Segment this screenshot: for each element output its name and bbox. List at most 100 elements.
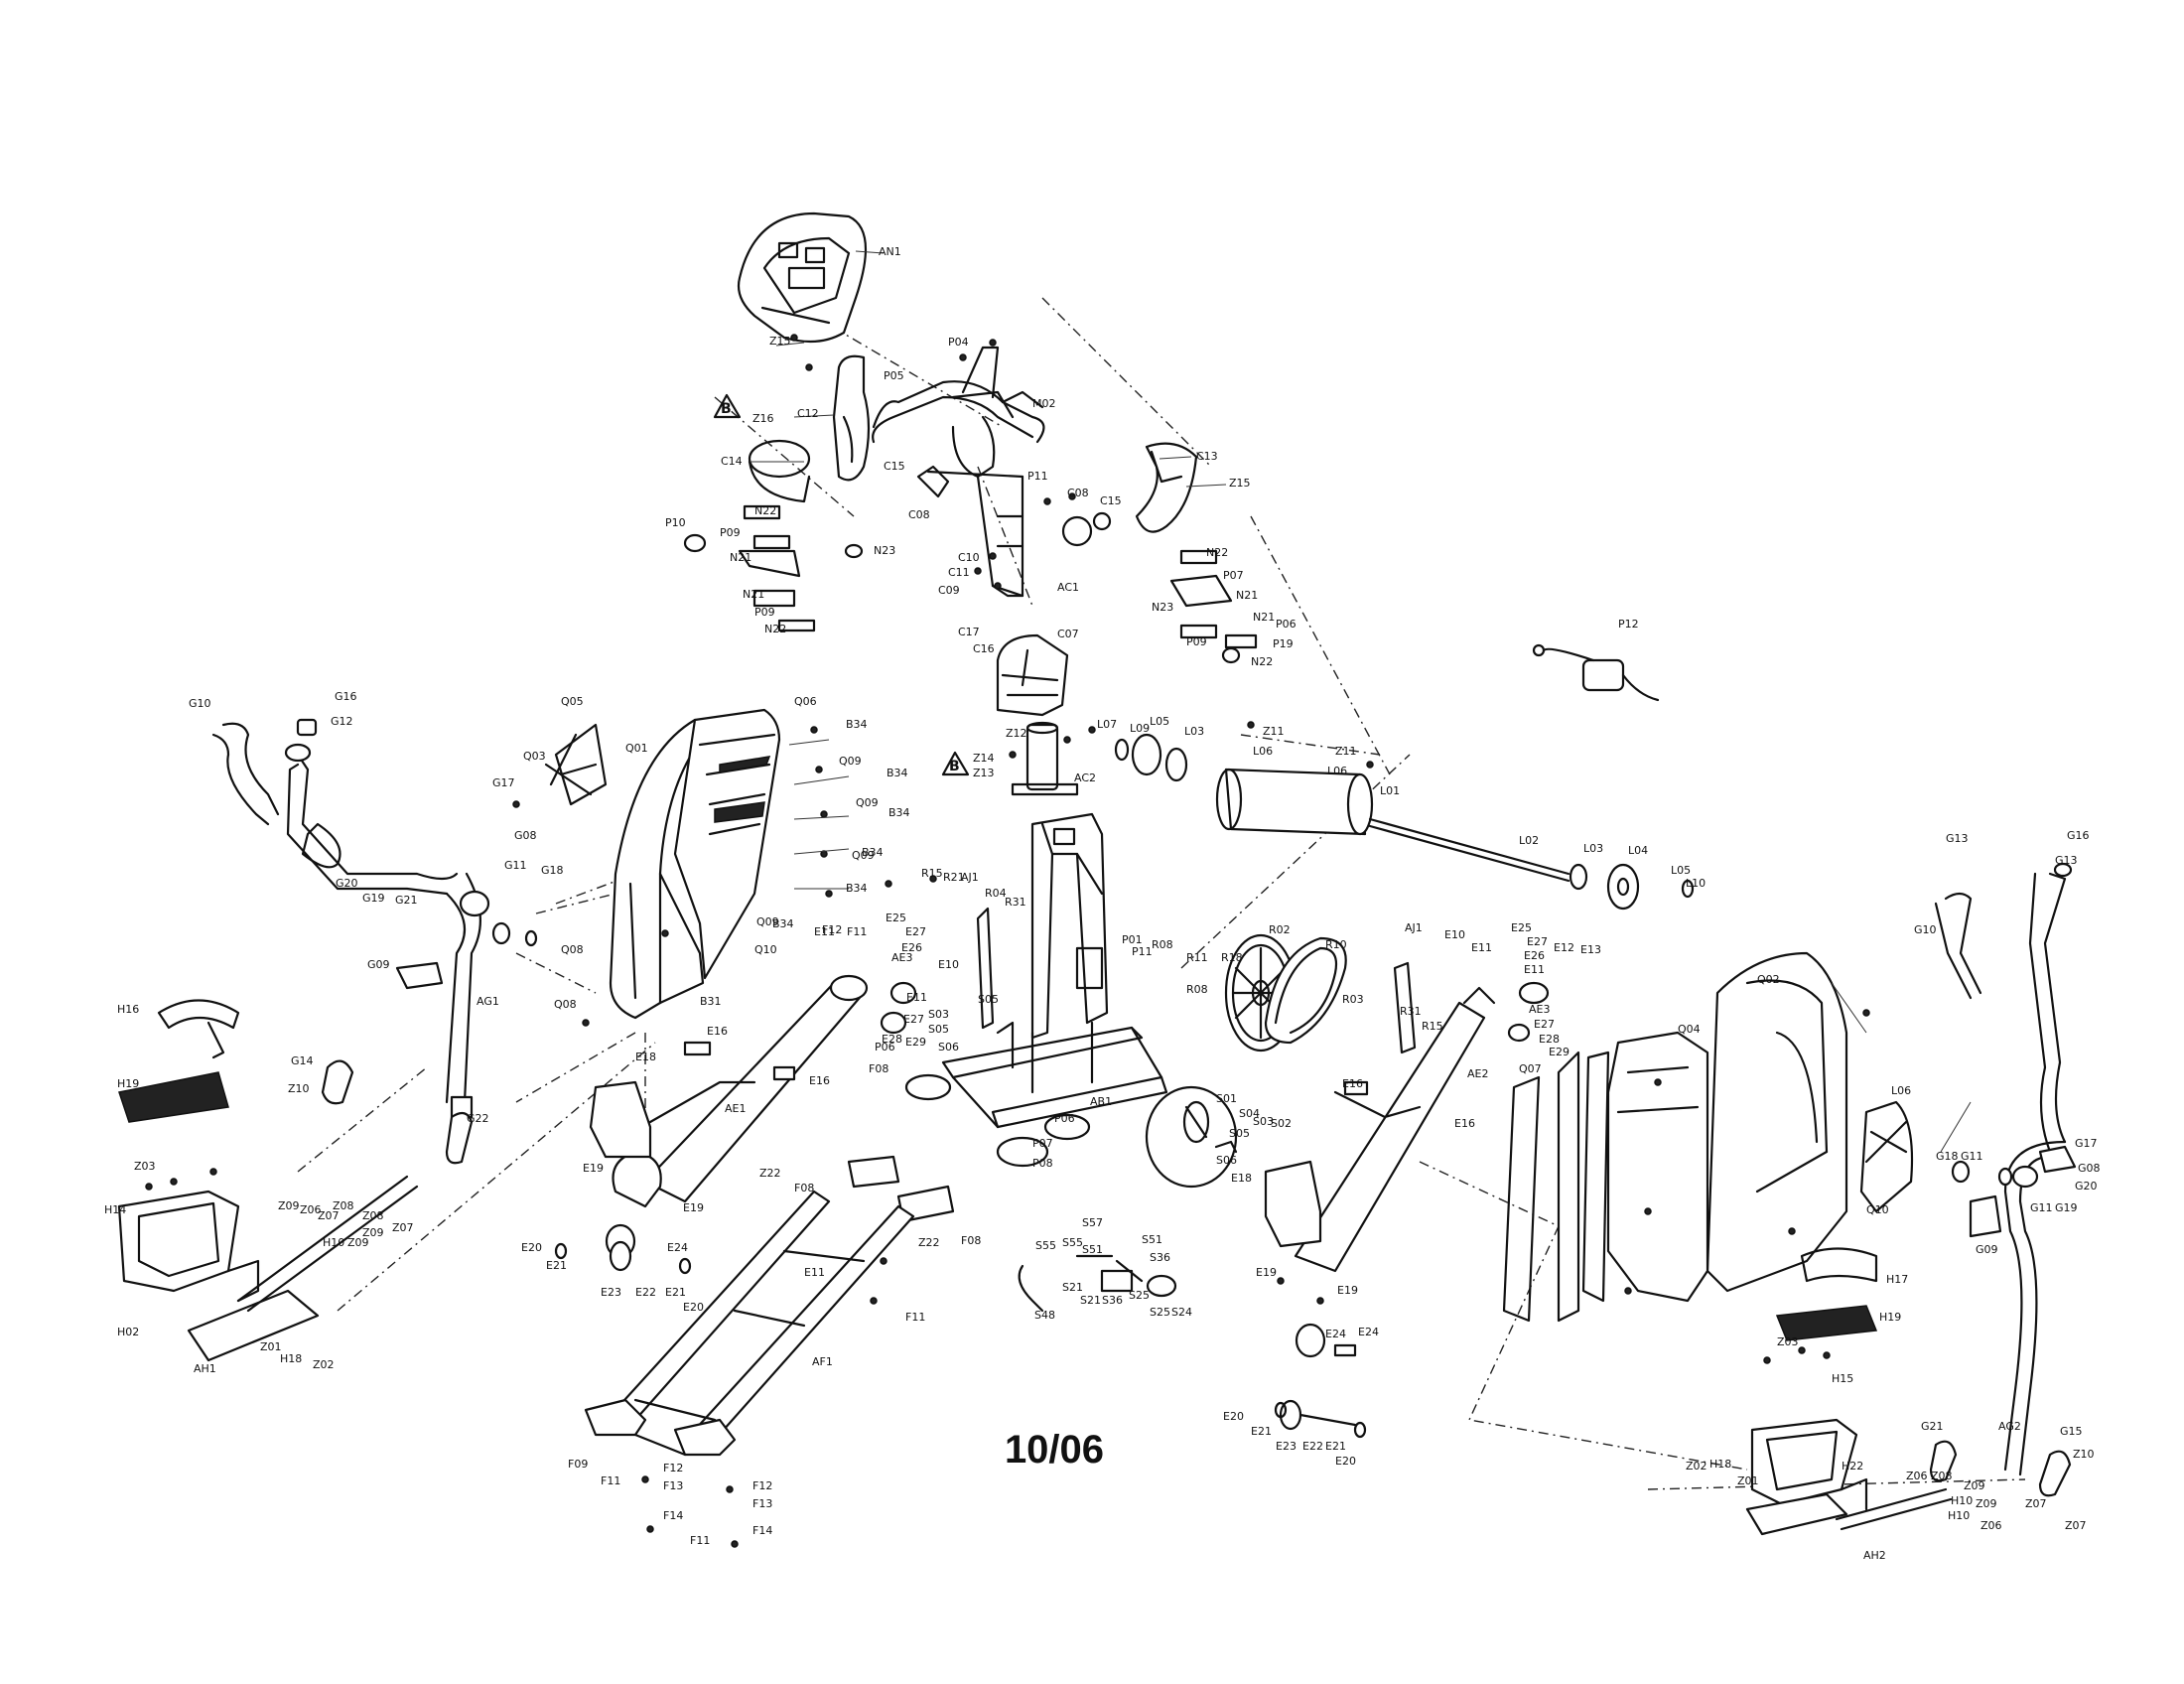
callout-s08: S05: [928, 1023, 949, 1036]
callout-f11-top: F11: [847, 925, 867, 938]
callout-e11-top: E11: [814, 925, 835, 938]
callout-q10-left: Q10: [754, 943, 777, 956]
callout-g15: G15: [2060, 1425, 2083, 1438]
callout-p11-right: G13: [1946, 832, 1969, 845]
callout-f13: F13: [663, 1479, 683, 1492]
callout-p19: P19: [1273, 637, 1294, 650]
callout-e24-right: E24: [1358, 1326, 1379, 1338]
callout-h18-right: H18: [1709, 1458, 1731, 1471]
callout-n21-right2: N21: [1253, 611, 1275, 624]
callout-r15-right: R15: [1422, 1020, 1443, 1033]
callout-p06-base2: P06: [1054, 1112, 1075, 1125]
callout-p09-right: P09: [1186, 635, 1207, 648]
callout-q06: Q06: [794, 695, 817, 708]
callout-e22-right: E22: [1302, 1440, 1323, 1453]
callout-q09b: Q09: [856, 796, 879, 809]
callout-h09: H10: [1951, 1494, 1973, 1507]
callout-e10: E10: [938, 958, 959, 971]
callout-z07-right: Z07: [2025, 1497, 2047, 1510]
callout-e27: E27: [905, 925, 926, 938]
callout-c14: C14: [721, 455, 743, 468]
callout-e23-right: E23: [1276, 1440, 1297, 1453]
callout-e23: E23: [601, 1286, 621, 1299]
console-an1: [737, 211, 885, 344]
callout-r04: R04: [985, 887, 1007, 900]
callout-g12: G12: [331, 715, 353, 728]
callout-g16-right: G16: [2067, 829, 2090, 842]
callout-e22: E22: [635, 1286, 656, 1299]
left-shroud-q01: [544, 708, 781, 1020]
callout-z10: Z10: [288, 1082, 310, 1095]
callout-h10-right: H10: [1948, 1509, 1970, 1522]
callout-e25: E25: [886, 912, 906, 924]
callout-c10: C10: [958, 551, 980, 564]
callout-ae1: AE1: [725, 1102, 746, 1115]
callout-e28-right: E28: [1539, 1033, 1560, 1046]
callout-e26-right: E26: [1524, 949, 1545, 962]
callout-c13: C13: [1196, 450, 1218, 463]
callout-z11b: Z11: [1335, 745, 1357, 758]
callout-p07-top: P07: [1223, 569, 1244, 582]
callout-r18: R18: [1221, 951, 1243, 964]
callout-h19-right: H19: [1879, 1311, 1901, 1324]
callout-q09c: Q09: [852, 849, 875, 862]
callout-q05: Q05: [561, 695, 584, 708]
callout-g20-right: G20: [2075, 1180, 2098, 1193]
right-pedal-arm-ae2: [1264, 986, 1496, 1358]
callout-e18: E18: [635, 1051, 656, 1063]
callout-c08-left: C08: [908, 508, 930, 521]
callout-c09: C09: [938, 584, 960, 597]
callout-an1: AN1: [879, 245, 901, 258]
callout-e11: E11: [804, 1266, 825, 1279]
callout-z07b: Z07: [392, 1221, 414, 1234]
callout-r31-right: R31: [1400, 1005, 1422, 1018]
callout-g21-right: G21: [1921, 1420, 1944, 1433]
callout-l09: L09: [1130, 722, 1150, 735]
callout-z14: Z14: [973, 752, 995, 765]
callout-c17: C17: [958, 626, 980, 638]
handlebar-assembly: [872, 346, 1045, 598]
callout-e21b-right: E21: [1325, 1440, 1346, 1453]
callout-f12-top: F12: [822, 923, 842, 936]
callout-p07: P07: [1032, 1137, 1053, 1150]
callout-g11-right2: G11: [2030, 1201, 2053, 1214]
callout-g08: G08: [514, 829, 537, 842]
callout-e20b: E20: [683, 1301, 704, 1314]
callout-f12b: F12: [752, 1479, 772, 1492]
callout-z01-right: Z01: [1737, 1474, 1759, 1487]
callout-h19: H19: [117, 1077, 139, 1090]
callout-e19-right: E19: [1256, 1266, 1277, 1279]
callout-e16-right: E16: [1342, 1077, 1363, 1090]
callout-af1: AF1: [812, 1355, 833, 1368]
callout-e21-right: E21: [1251, 1425, 1272, 1438]
callout-q08a: Q08: [561, 943, 584, 956]
callout-g20: G20: [336, 877, 358, 890]
callout-s02: S02: [1271, 1117, 1292, 1130]
callout-p09: P09: [720, 526, 741, 539]
callout-c16: C16: [973, 642, 995, 655]
callout-g18-right: G18: [1936, 1150, 1959, 1163]
callout-e21: E21: [546, 1259, 567, 1272]
callout-c07: C07: [1057, 628, 1079, 640]
callout-s07: S03: [928, 1008, 949, 1021]
callout-s25: S25: [1129, 1289, 1150, 1302]
callout-f11: F11: [601, 1474, 620, 1487]
callout-e29-right: E29: [1549, 1046, 1570, 1058]
b-marker-center: B: [941, 751, 970, 776]
callout-e27-right2: E27: [1534, 1018, 1555, 1031]
callout-g22: G22: [467, 1112, 489, 1125]
callout-l02: L02: [1519, 834, 1539, 847]
callout-g11: G11: [504, 859, 527, 872]
shrouds: [748, 354, 1198, 717]
callout-h18: H18: [280, 1352, 302, 1365]
callout-r08: R08: [1152, 938, 1173, 951]
flywheel-assembly: [1145, 933, 1347, 1189]
right-handle-arm-ag2: [1934, 862, 2077, 1476]
callout-r15: R15: [921, 867, 943, 880]
callout-z09c: Z09: [362, 1226, 384, 1239]
callout-q10: Q10: [1866, 1203, 1889, 1216]
callout-l01-top: L05: [1150, 715, 1169, 728]
callout-g18: G18: [541, 864, 564, 877]
